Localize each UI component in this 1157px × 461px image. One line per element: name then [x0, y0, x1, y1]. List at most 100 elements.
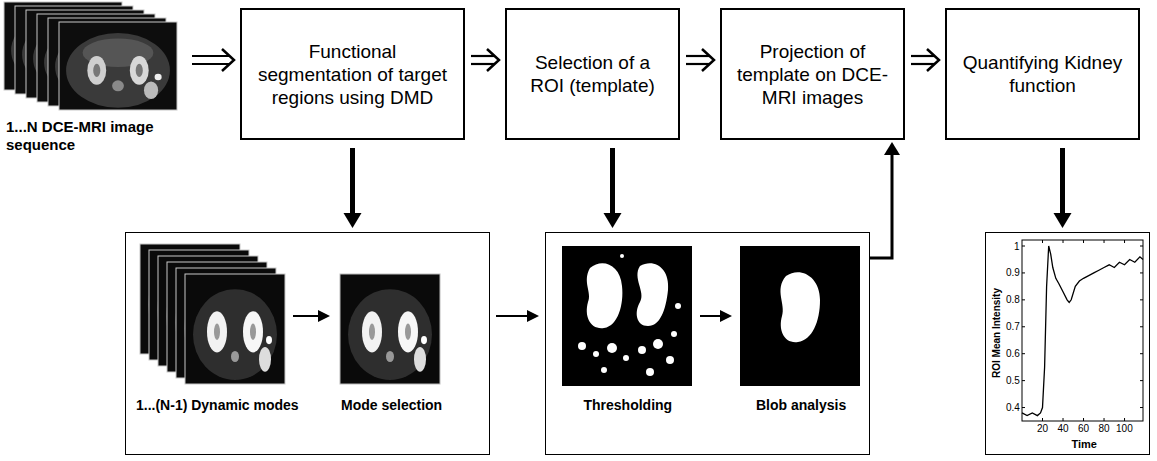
arrow-head [487, 49, 499, 71]
illustration-part [587, 263, 623, 328]
illustration-part [1083, 240, 1084, 243]
arrow-head [702, 49, 714, 71]
connector-part [686, 63, 710, 65]
flow-arrow [496, 310, 539, 322]
illustration-part [593, 351, 599, 357]
caption: Blob analysis [756, 397, 846, 414]
illustration-part [1022, 246, 1143, 416]
caption: Thresholding [584, 397, 673, 414]
connector-part [496, 315, 529, 317]
process-box: Quantifying Kidney function [945, 8, 1140, 140]
caption: 1...N DCE-MRI image sequence [6, 118, 184, 154]
flow-arrow [471, 49, 499, 71]
arrow-head [927, 49, 939, 71]
connector-part [1060, 148, 1065, 214]
tick-label: 60 [1078, 423, 1089, 434]
illustration-part [318, 310, 330, 322]
illustration-part [1042, 418, 1043, 421]
illustration-part [700, 315, 722, 317]
mode-stack [140, 244, 285, 384]
illustration-part [1042, 240, 1043, 243]
tick-label: 0.6 [1006, 348, 1020, 359]
illustration-part [1124, 240, 1125, 243]
illustration-part [1104, 418, 1105, 421]
illustration-part [293, 315, 320, 317]
tick-label: 0.9 [1006, 267, 1020, 278]
flow-arrow [870, 142, 900, 258]
flow-arrow [344, 148, 362, 228]
illustration-part [666, 356, 674, 364]
illustration-part [675, 303, 681, 309]
arrow-head [1054, 213, 1072, 228]
caption: 1...(N-1) Dynamic modes [136, 397, 299, 414]
illustration-part [185, 274, 285, 384]
tick-label: 100 [1116, 423, 1133, 434]
illustration-part [646, 368, 654, 376]
box-label: Functional segmentation of target region… [256, 40, 449, 109]
connector-part [471, 63, 495, 65]
illustration-part [340, 274, 440, 384]
blob-image [740, 246, 860, 386]
illustration-part [623, 355, 629, 361]
illustration-part [620, 254, 624, 258]
caption: Mode selection [341, 397, 442, 414]
process-box: Projection of template on DCE-MRI images [720, 8, 905, 140]
arrow-head [884, 142, 900, 155]
connector-part [610, 148, 615, 214]
illustration-part [1104, 240, 1105, 243]
connector-part [471, 55, 495, 57]
tick-label: 0.5 [1006, 375, 1020, 386]
image-stack [4, 2, 177, 110]
illustration-part [185, 274, 285, 384]
illustration-part [1140, 246, 1143, 247]
threshold-image [562, 246, 692, 386]
connector-part [686, 55, 710, 57]
arrow-head [344, 213, 362, 228]
box-label: Selection of a ROI (template) [521, 51, 664, 97]
tick-label: 0.8 [1006, 294, 1020, 305]
chart-panel: ROI Mean IntensityTime [985, 232, 1150, 455]
tick-label: 40 [1058, 423, 1069, 434]
process-box: Functional segmentation of target region… [240, 8, 465, 140]
arrow-head [604, 213, 622, 228]
connector-part [911, 55, 935, 57]
illustration-part [1140, 407, 1143, 408]
illustration-part [653, 339, 663, 349]
tick-label: 20 [1037, 423, 1048, 434]
illustration-part [562, 246, 692, 386]
connector-part [192, 63, 230, 65]
detail-panel: Thresholding Blob analysis [545, 232, 870, 455]
illustration-part [1140, 326, 1143, 327]
illustration-part [340, 274, 440, 384]
connector-part [350, 148, 355, 214]
illustration-part [781, 272, 820, 342]
detail-panel: 1...(N-1) Dynamic modes Mode selection [125, 232, 490, 455]
illustration-part [1140, 380, 1143, 381]
illustration-part [1022, 299, 1025, 300]
illustration-part [578, 342, 586, 350]
flow-arrow [686, 49, 714, 71]
arrow-head [222, 49, 234, 71]
illustration-part [1124, 418, 1125, 421]
illustration-part [720, 310, 732, 322]
connector-part [870, 154, 892, 258]
image-sequence: 1...N DCE-MRI image sequence [4, 2, 186, 162]
intensity-chart [1022, 240, 1143, 421]
illustration-part [607, 343, 617, 353]
illustration-part [1022, 326, 1025, 327]
selected-mode [340, 274, 440, 384]
illustration-part [1022, 407, 1025, 408]
illustration-part [1022, 380, 1025, 381]
flow-arrow [1054, 148, 1072, 228]
flow-arrow [911, 49, 939, 71]
flow-arrow [604, 148, 622, 228]
box-label: Quantifying Kidney function [961, 51, 1124, 97]
tick-label: 0.7 [1006, 321, 1020, 332]
flow-arrow [192, 49, 234, 71]
illustration-part [1063, 240, 1064, 243]
illustration-part [1140, 299, 1143, 300]
illustration-part [1140, 353, 1143, 354]
illustration-part [638, 346, 646, 354]
tick-label: 0.4 [1006, 402, 1020, 413]
